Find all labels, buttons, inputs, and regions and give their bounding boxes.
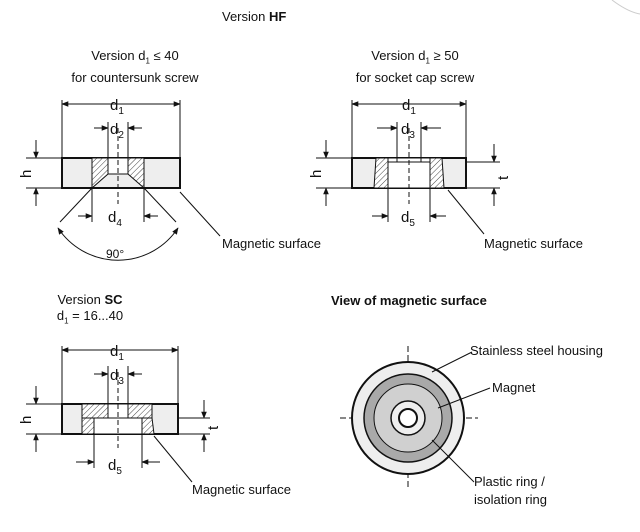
hf-left-angle-line-l	[59, 187, 93, 223]
hf-right-wall-right	[429, 157, 445, 189]
sc-title: Version SC d1 = 16...40	[30, 292, 150, 330]
hf-left-d1-label: d1	[110, 97, 124, 117]
center-bore	[398, 408, 418, 428]
hf-right-d5-label: d5	[401, 209, 415, 229]
hf-left-d4-label: d4	[108, 209, 122, 229]
sc-top-hatch-right	[127, 403, 153, 419]
hf-left-angle-line-r	[143, 187, 177, 223]
sc-top-hatch-left	[81, 403, 109, 419]
view-title: View of magnetic surface	[331, 293, 487, 308]
sc-leader	[153, 435, 193, 483]
corner-arc	[611, 0, 640, 15]
hf-left-title-pre: Version d	[91, 48, 146, 63]
sc-title-strong: SC	[104, 292, 123, 307]
hf-right-subtitle: for socket cap screw	[355, 69, 475, 85]
sc-t-label: t	[205, 425, 222, 430]
hf-left-title: Version d1 ≤ 40 for countersunk screw	[30, 48, 240, 86]
hf-right-diagram	[316, 100, 500, 235]
sc-range-post: = 16...40	[68, 308, 124, 323]
sc-recess	[93, 417, 143, 435]
sc-range-pre: d	[56, 308, 65, 323]
sc-title-line: Version SC	[30, 292, 150, 308]
hf-left-leader	[179, 191, 221, 237]
sc-callout: Magnetic surface	[192, 482, 291, 497]
version-hf-heading: Version HF	[222, 9, 286, 25]
version-hf-prefix: Version	[222, 9, 269, 24]
sc-d1-label: d1	[110, 343, 124, 363]
sc-d5-label: d5	[108, 457, 122, 477]
hf-right-t-label: t	[495, 175, 512, 180]
hf-left-subtitle: for countersunk screw	[71, 69, 199, 85]
hf-right-title-sub: 1	[425, 56, 430, 66]
sc-bot-hatch-left	[81, 417, 95, 435]
hf-right-d3-label: d3	[401, 121, 415, 141]
sc-range-line: d1 = 16...40	[30, 308, 150, 330]
sc-diagram	[26, 346, 210, 483]
hf-right-wall-left	[373, 157, 389, 189]
housing-leader	[431, 351, 473, 373]
version-hf-strong: HF	[268, 9, 287, 24]
hf-right-d1-label: d1	[402, 97, 416, 117]
hf-right-title: Version d1 ≥ 50 for socket cap screw	[310, 48, 520, 86]
magnet-leader	[437, 387, 491, 409]
sc-title-prefix: Version	[57, 292, 105, 307]
hf-right-title-pre: Version d	[371, 48, 426, 63]
sc-bot-hatch-right	[141, 417, 155, 435]
hf-left-diagram	[26, 100, 221, 261]
ring-label-2: isolation ring	[474, 492, 547, 507]
hf-left-h-label: h	[18, 170, 35, 178]
hf-left-d2-label: d2	[110, 121, 124, 141]
sc-range-sub: 1	[64, 316, 69, 326]
magnet-label: Magnet	[492, 380, 536, 395]
ring-leader	[431, 439, 475, 483]
magnetic-surface-view	[340, 346, 491, 490]
housing-label: Stainless steel housing	[470, 343, 603, 358]
sc-d3-label: d3	[110, 367, 124, 387]
hf-right-title-line: Version d1 ≥ 50	[310, 48, 520, 70]
sc-h-label: h	[18, 416, 35, 424]
hf-right-callout: Magnetic surface	[484, 236, 583, 251]
hf-right-leader	[447, 189, 485, 235]
hf-left-title-post: ≤ 40	[149, 48, 179, 63]
ring-label-1: Plastic ring /	[474, 474, 545, 489]
hf-right-title-post: ≥ 50	[429, 48, 459, 63]
hf-left-title-sub: 1	[145, 56, 150, 66]
hf-left-bore	[107, 157, 129, 175]
hf-left-callout: Magnetic surface	[222, 236, 321, 251]
hf-left-title-line: Version d1 ≤ 40	[30, 48, 240, 70]
hf-left-angle-arc	[57, 227, 179, 261]
hf-right-h-label: h	[308, 170, 325, 178]
hf-left-angle-label: 90°	[106, 247, 124, 261]
